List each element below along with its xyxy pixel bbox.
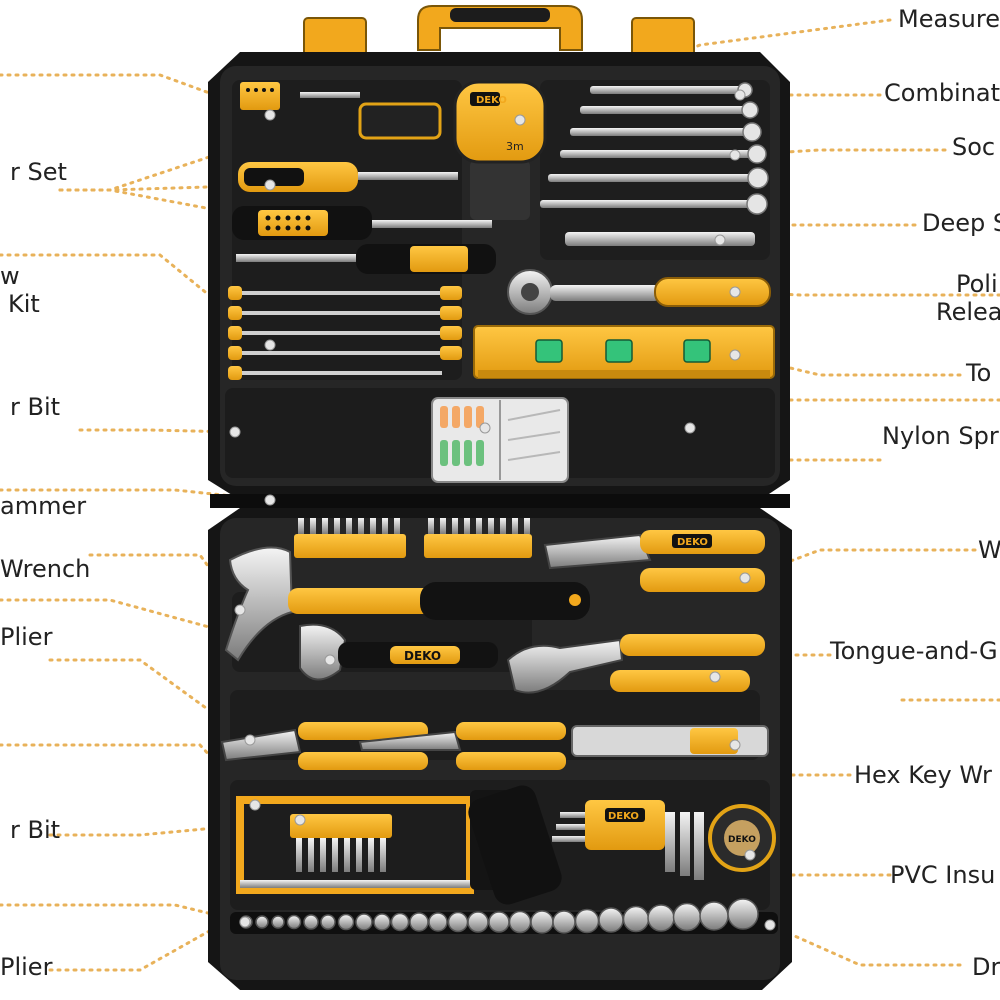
label-adjustable-wrench: Wrench <box>0 555 90 583</box>
label-screwdriver-set: r Set <box>10 158 67 186</box>
screwdriver-bit-holder <box>240 82 442 140</box>
utility-knife <box>571 725 769 757</box>
leader-dot-markers <box>229 89 776 931</box>
wire-stripper: DEKO <box>543 530 765 592</box>
nylon-anchor-box <box>431 397 569 483</box>
ratchet-handle <box>507 269 771 315</box>
pvc-tape: DEKO <box>708 804 776 872</box>
socket-row <box>239 898 759 934</box>
tongue-and-groove-pliers <box>506 634 765 694</box>
label-precision-screwdriver-kit: w Kit <box>0 262 40 318</box>
case-top <box>208 5 790 508</box>
label-line: Wrench <box>0 555 91 583</box>
label-line: r Bit <box>10 816 61 844</box>
tape-size-text: 3m <box>506 140 524 153</box>
stripper-brand-text: DEKO <box>677 537 708 548</box>
hex-brand-text: DEKO <box>608 811 639 822</box>
label-line: Plier <box>0 623 53 651</box>
label-screwdriver-bit-lower: r Bit <box>10 816 60 844</box>
combination-wrenches <box>540 82 769 246</box>
adjustable-wrench: DEKO <box>299 623 498 681</box>
label-line: Kit <box>8 290 40 318</box>
torpedo-level <box>473 325 775 379</box>
label-hammer: ammer <box>0 492 86 520</box>
screwdriver-set <box>232 162 496 274</box>
tape-brand-text: DEKO <box>476 95 507 106</box>
screwdriver-bit-strips <box>294 518 532 558</box>
label-line: Plier <box>0 953 53 981</box>
label-line: r Bit <box>10 393 61 421</box>
label-line: r Set <box>10 158 67 186</box>
hacksaw <box>236 785 562 905</box>
label-plier-upper: Plier <box>0 623 52 651</box>
label-line: ammer <box>0 492 87 520</box>
hammer <box>224 546 590 662</box>
label-plier-lower: Plier <box>0 953 52 981</box>
hex-key-set: DEKO <box>552 800 704 880</box>
tape-measure: DEKO 3m <box>453 80 547 164</box>
label-line: w <box>0 262 20 290</box>
tape-roll-brand-text: DEKO <box>728 835 756 845</box>
precision-screwdriver-kit <box>228 286 462 380</box>
pliers-pair <box>220 722 566 770</box>
label-screwdriver-bit-upper: r Bit <box>10 393 60 421</box>
wrench-brand-text: DEKO <box>404 649 441 663</box>
